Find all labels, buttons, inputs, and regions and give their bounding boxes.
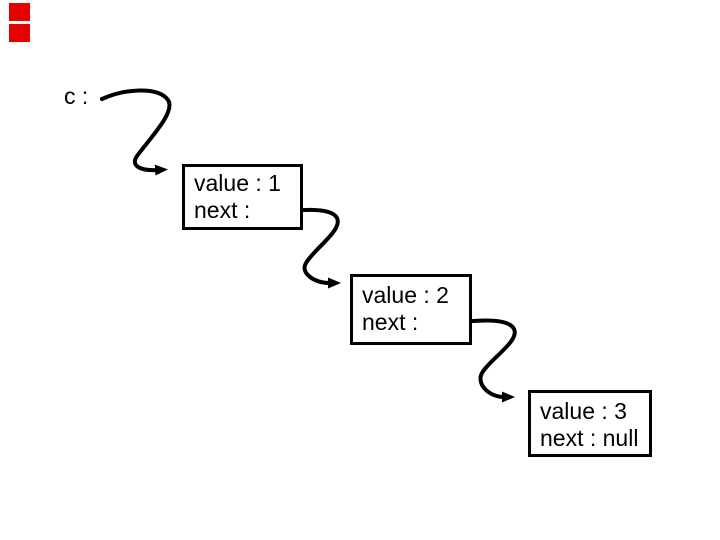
node-2-next-text: next : [362, 309, 419, 335]
node-1-value-text: value : 1 [194, 170, 281, 196]
arrow-node2-to-node3 [446, 318, 517, 403]
red-square-top-icon [9, 3, 30, 21]
arrow-c-to-node1 [100, 88, 172, 176]
node-3-next-text: next : null [540, 425, 639, 451]
list-pointer-label: c : [64, 83, 89, 109]
list-node-2: value : 2 next : [350, 274, 472, 345]
node-1-next-text: next : [194, 197, 251, 223]
list-node-3: value : 3 next : null [528, 390, 652, 457]
red-square-bottom-icon [9, 24, 30, 42]
arrow-node1-to-node2 [267, 207, 341, 289]
node-2-value-text: value : 2 [362, 282, 449, 308]
list-node-1: value : 1 next : [182, 164, 303, 230]
node-3-value-text: value : 3 [540, 398, 627, 424]
corner-decoration [9, 3, 30, 42]
